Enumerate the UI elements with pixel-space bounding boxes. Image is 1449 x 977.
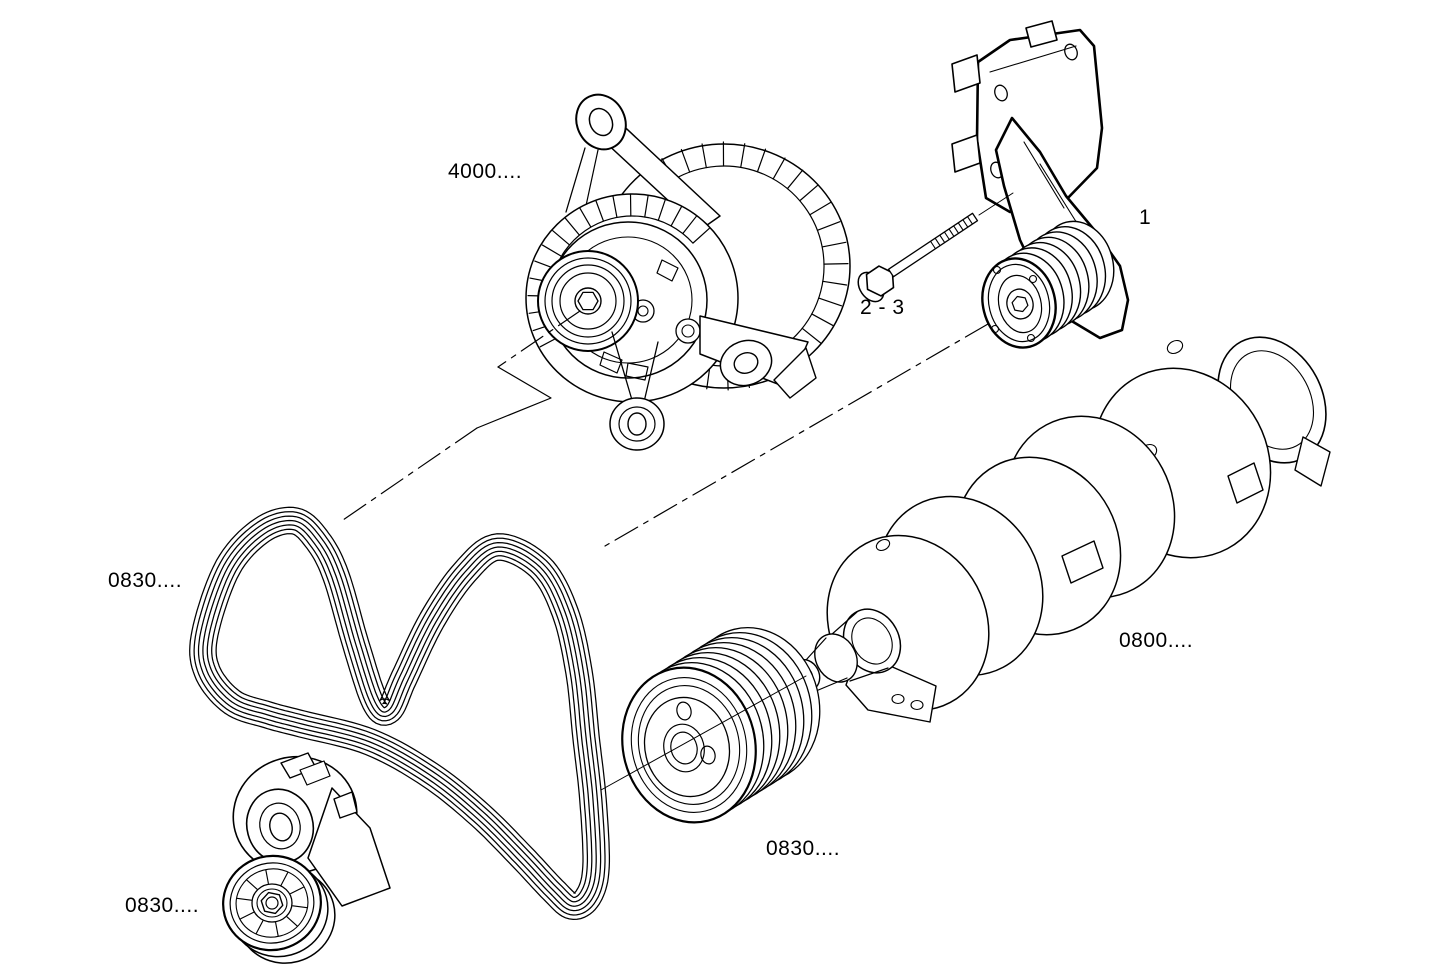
tensioner-bolt-drawing (857, 192, 1014, 303)
crankshaft-pulley-drawing (621, 627, 821, 824)
belt-tensioner-drawing (222, 752, 391, 964)
phantom-reference-lines (342, 310, 989, 791)
drive-belt-drawing (189, 506, 611, 921)
label-belt-tensioner[interactable]: 0830.... (125, 894, 200, 917)
alternator-drawing (525, 93, 851, 451)
tensioner-bracket-drawing (951, 20, 1130, 349)
label-tensioner-unit[interactable]: 1 (1139, 206, 1152, 229)
label-tensioner-bolt[interactable]: 2 - 3 (860, 296, 905, 319)
label-drive-belt[interactable]: 0830.... (108, 569, 183, 592)
label-alternator[interactable]: 4000.... (448, 160, 523, 183)
label-crankshaft-pulley[interactable]: 0830.... (766, 837, 841, 860)
label-crankshaft[interactable]: 0800.... (1119, 629, 1194, 652)
crankshaft-drawing (791, 336, 1331, 723)
